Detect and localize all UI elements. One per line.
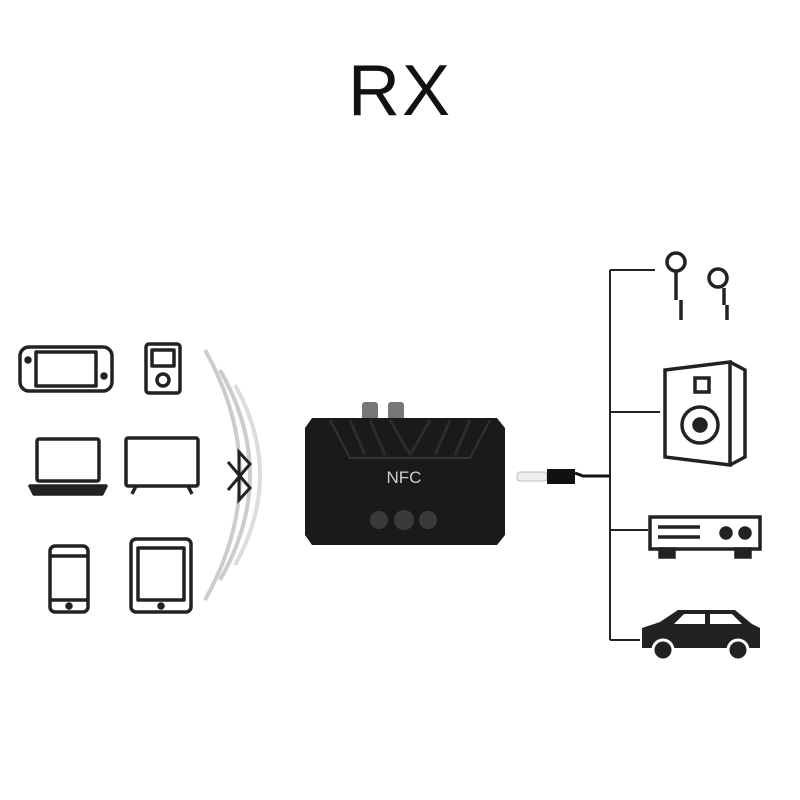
previous-button[interactable] bbox=[370, 511, 388, 529]
earphones-icon bbox=[665, 251, 729, 320]
audio-jack-icon bbox=[516, 469, 610, 484]
laptop-icon bbox=[28, 437, 108, 496]
game-console-icon bbox=[18, 345, 114, 393]
next-button[interactable] bbox=[419, 511, 437, 529]
speaker-icon bbox=[663, 360, 747, 467]
amplifier-icon bbox=[648, 515, 762, 559]
title: RX bbox=[347, 51, 453, 131]
car-icon bbox=[642, 610, 760, 662]
nfc-label: NFC bbox=[387, 468, 422, 487]
wireless-waves-icon bbox=[203, 349, 262, 601]
play-pause-button[interactable] bbox=[394, 510, 414, 530]
bluetooth-icon bbox=[226, 448, 252, 504]
connection-lines bbox=[609, 269, 660, 641]
smartphone-icon bbox=[48, 544, 90, 614]
bluetooth-receiver: NFC bbox=[305, 402, 505, 545]
tablet-icon bbox=[129, 537, 193, 614]
mp3-player-icon bbox=[144, 342, 182, 395]
tv-icon bbox=[124, 436, 200, 495]
